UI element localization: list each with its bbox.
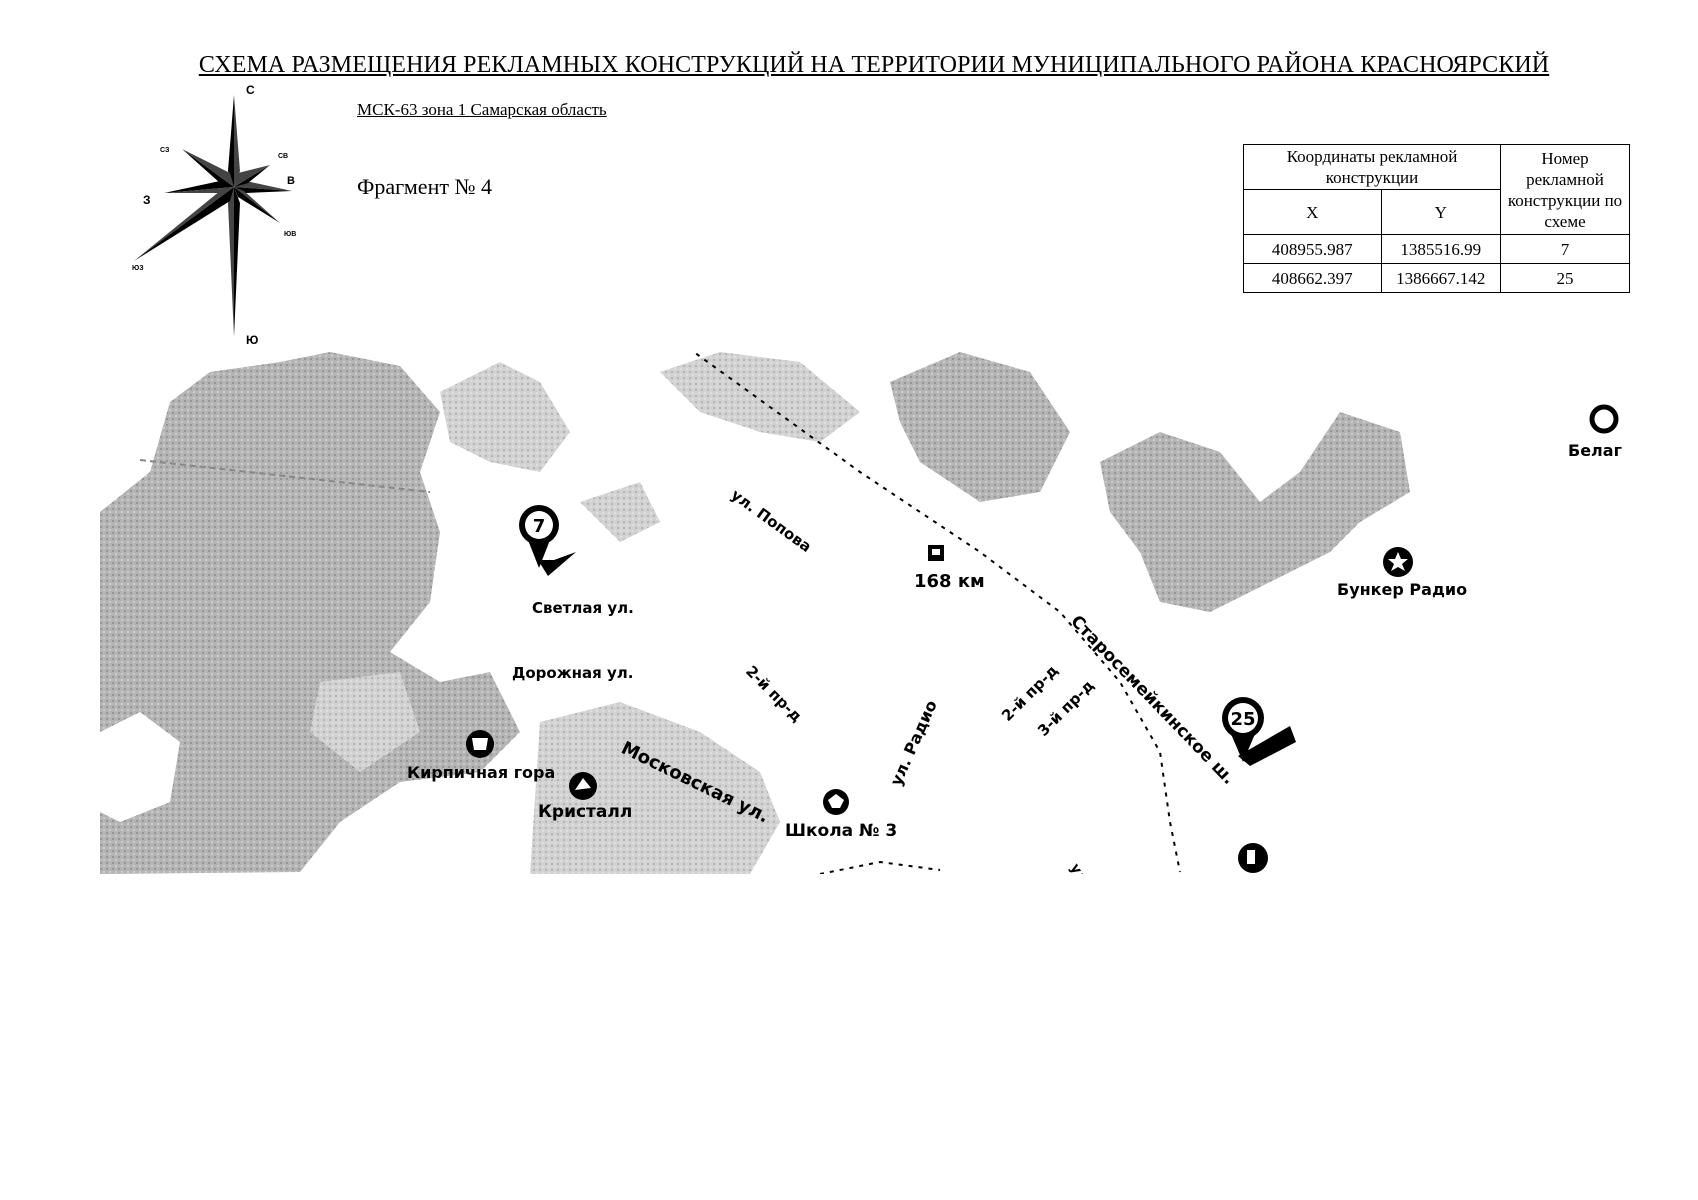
header-x: X xyxy=(1243,189,1382,235)
compass-label-se: ЮВ xyxy=(284,231,296,238)
ad-marker-25-label: 25 xyxy=(1230,709,1255,730)
street-label-ul-bottom: ул xyxy=(1067,861,1091,874)
built-up-area-south xyxy=(530,702,780,874)
compass-label-w: З xyxy=(143,193,151,207)
table-row: 408662.397 1386667.142 25 xyxy=(1243,263,1630,293)
poi-label-kristall: Кристалл xyxy=(538,802,632,822)
cell-x: 408662.397 xyxy=(1243,263,1382,293)
built-up-area-west xyxy=(100,352,520,874)
poi-shkola-3[interactable]: Школа № 3 xyxy=(785,789,897,841)
cell-x: 408955.987 xyxy=(1243,234,1382,264)
table-row: 408955.987 1385516.99 7 xyxy=(1243,234,1630,264)
poi-fuel-station[interactable] xyxy=(1238,843,1268,873)
street-label-dorozhnaya: Дорожная ул. xyxy=(512,664,633,682)
header-number: Номер рекламной конструкции по схеме xyxy=(1500,144,1630,235)
poi-station-168km[interactable] xyxy=(928,545,944,561)
poi-label-kirpichnaya: Кирпичная гора xyxy=(407,763,555,782)
cell-y: 1385516.99 xyxy=(1380,234,1502,264)
compass-label-e: В xyxy=(287,175,295,187)
built-up-area-north-b xyxy=(660,352,860,442)
built-up-area-south-c xyxy=(580,482,660,542)
coordinates-table: Координаты рекламной конструкции Номер р… xyxy=(1243,144,1630,293)
cell-y: 1386667.142 xyxy=(1380,263,1502,293)
poi-label-shkola: Школа № 3 xyxy=(785,821,897,841)
map-fragment[interactable]: ул. Попова 168 км Светлая ул. Дорожная у… xyxy=(100,352,1640,874)
poi-label-belag: Белаг xyxy=(1568,441,1622,460)
cell-number: 7 xyxy=(1500,234,1630,264)
cell-number: 25 xyxy=(1500,263,1630,293)
built-up-area-north-a xyxy=(440,362,570,472)
compass-south-ray xyxy=(228,187,234,337)
street-label-svetlaya: Светлая ул. xyxy=(532,599,634,617)
street-label-popova: ул. Попова xyxy=(728,486,815,556)
coordinate-system-label: МСК-63 зона 1 Самарская область xyxy=(357,100,607,119)
railway-line xyxy=(692,352,1181,873)
station-label-168km: 168 км xyxy=(914,571,985,592)
poi-kristall[interactable]: Кристалл xyxy=(538,772,632,822)
compass-label-nw: СЗ xyxy=(160,147,170,154)
poi-kirpichnaya-gora[interactable]: Кирпичная гора xyxy=(407,730,555,782)
built-up-area-south-b xyxy=(310,672,420,772)
compass-label-sw: ЮЗ xyxy=(132,265,144,272)
compass-label-s: Ю xyxy=(246,333,258,347)
ad-marker-25[interactable]: 25 xyxy=(1222,697,1296,766)
street-label-starosemeikinskoe: Старосемейкинское ш. xyxy=(1066,612,1238,789)
compass-label-n: С xyxy=(246,83,255,97)
poi-belag[interactable]: Белаг xyxy=(1568,404,1622,460)
compass-north-ray xyxy=(228,95,234,187)
compass-label-ne: СВ xyxy=(278,153,288,160)
compass-rose: С Ю З В СЗ СВ ЮЗ ЮВ xyxy=(132,83,296,347)
railway-line-south xyxy=(819,860,941,874)
street-label-proezd-2-west: 2-й пр-д xyxy=(742,662,806,726)
ad-marker-7-label: 7 xyxy=(533,516,546,537)
header-coords: Координаты рекламной конструкции xyxy=(1243,144,1501,190)
built-up-area-east xyxy=(1100,412,1410,612)
ad-marker-7[interactable]: 7 xyxy=(519,505,576,576)
district-boundary xyxy=(139,459,431,493)
header-y: Y xyxy=(1380,189,1502,235)
poi-label-bunker: Бункер Радио xyxy=(1337,580,1467,599)
built-up-area-center xyxy=(890,352,1070,502)
poi-bunker-radio[interactable]: Бункер Радио xyxy=(1337,547,1467,599)
water-body xyxy=(100,712,180,822)
page-title: СХЕМА РАЗМЕЩЕНИЯ РЕКЛАМНЫХ КОНСТРУКЦИЙ Н… xyxy=(198,52,1550,78)
fragment-label: Фрагмент № 4 xyxy=(357,174,492,199)
street-label-radio: ул. Радио xyxy=(886,697,941,788)
